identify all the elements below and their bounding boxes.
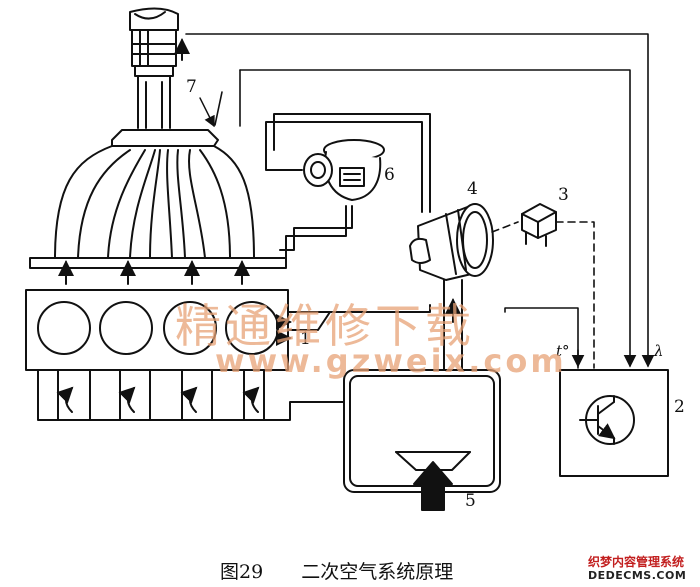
callout-1-label: 1 xyxy=(300,329,311,349)
corner-logo: 织梦内容管理系统 DEDECMS.COM xyxy=(588,555,698,585)
lambda-signal-label: λ xyxy=(653,342,664,360)
combination-valve xyxy=(265,113,431,259)
callout-leaders xyxy=(199,97,301,331)
logo-text-en: DEDECMS.COM xyxy=(588,569,687,582)
fresh-air-inlet-arrow xyxy=(413,461,453,511)
engine-control-unit xyxy=(559,369,669,477)
callout-3-label: 3 xyxy=(558,185,569,205)
pump-intake-duct xyxy=(443,279,463,371)
temperature-signal-label: t° xyxy=(556,342,570,360)
figure-number: 图29 xyxy=(220,561,264,583)
exhaust-pipe xyxy=(129,7,179,129)
callout-5-label: 5 xyxy=(465,491,476,511)
secondary-air-relay xyxy=(521,203,557,247)
exhaust-manifold xyxy=(29,129,287,269)
figure-title: 二次空气系统原理 xyxy=(301,561,454,583)
engine-block xyxy=(25,289,289,371)
figure-caption: 图29 二次空气系统原理 xyxy=(220,557,453,584)
callout-6-label: 6 xyxy=(384,165,395,185)
sensor-wiring xyxy=(185,33,655,369)
secondary-air-pump xyxy=(409,203,494,281)
callout-7-label: 7 xyxy=(186,77,197,97)
exhaust-port-arrows xyxy=(58,260,250,285)
intake-runners xyxy=(37,369,345,421)
logo-text-cn: 织梦内容管理系统 xyxy=(588,555,685,569)
control-wiring xyxy=(491,221,595,369)
callout-4-label: 4 xyxy=(467,179,478,199)
callout-2-label: 2 xyxy=(674,397,685,417)
